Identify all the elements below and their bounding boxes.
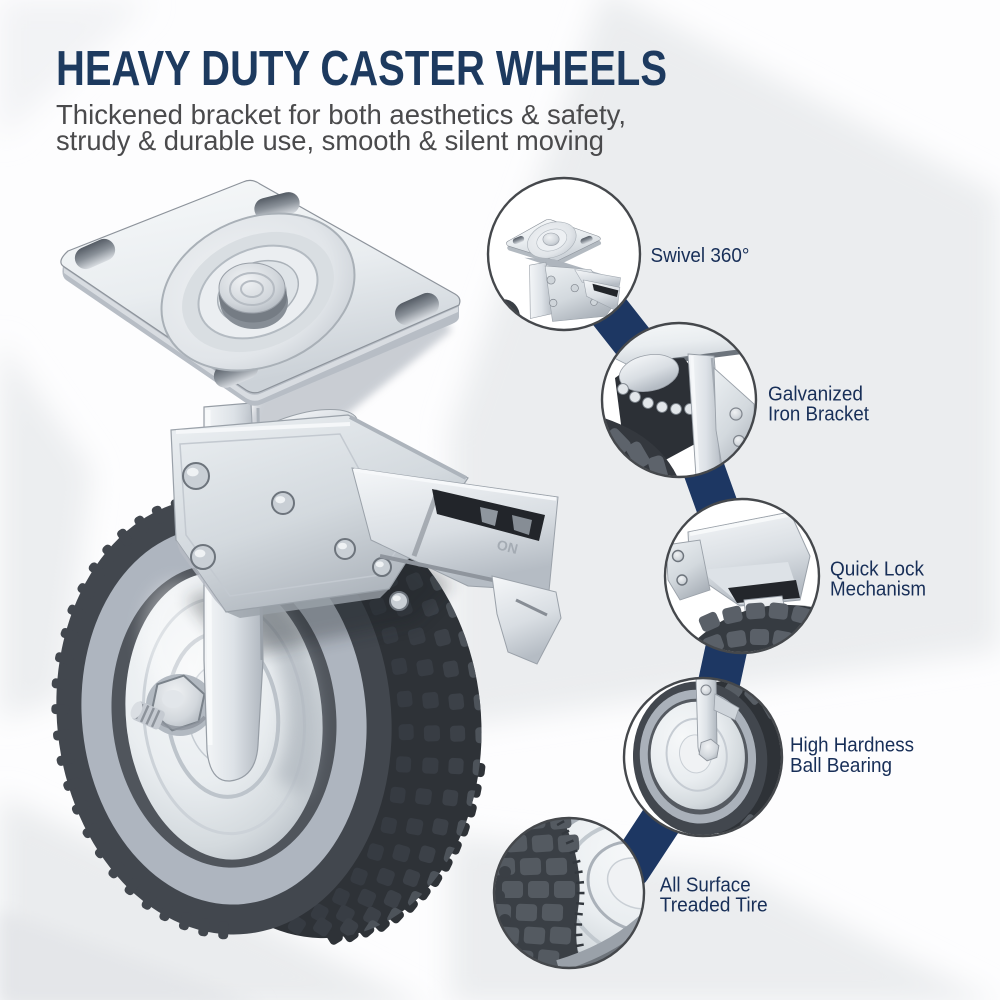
svg-text:Thickened bracket for both aes: Thickened bracket for both aesthetics & …: [56, 99, 626, 130]
svg-text:strudy & durable use, smooth &: strudy & durable use, smooth & silent mo…: [56, 125, 604, 156]
svg-text:HEAVY DUTY CASTER WHEELS: HEAVY DUTY CASTER WHEELS: [56, 42, 667, 96]
svg-text:ON: ON: [495, 536, 519, 557]
svg-text:Treaded Tire: Treaded Tire: [660, 894, 768, 917]
svg-text:High Hardness: High Hardness: [790, 734, 914, 757]
svg-text:Galvanized: Galvanized: [768, 383, 863, 406]
svg-text:Iron Bracket: Iron Bracket: [768, 403, 869, 426]
svg-text:Mechanism: Mechanism: [830, 577, 926, 600]
svg-text:Quick Lock: Quick Lock: [830, 557, 925, 580]
svg-text:Swivel 360°: Swivel 360°: [651, 244, 750, 267]
svg-text:Ball Bearing: Ball Bearing: [790, 754, 892, 777]
svg-text:All Surface: All Surface: [660, 873, 751, 896]
